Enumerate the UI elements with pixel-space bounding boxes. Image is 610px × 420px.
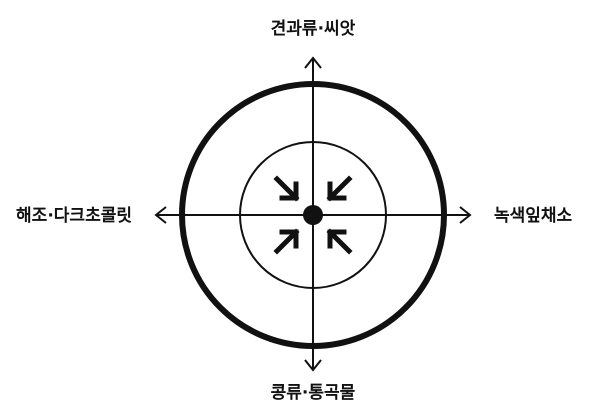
- label-left: 해조·다크초콜릿: [16, 206, 132, 226]
- arrow-right-icon: [459, 206, 472, 224]
- label-right: 녹색잎채소: [494, 205, 573, 226]
- label-top: 견과류·씨앗: [271, 19, 356, 39]
- inward-arrows-icon: [273, 175, 353, 255]
- arrow-inward-top-right-icon: [326, 175, 353, 202]
- arrow-up-icon: [304, 56, 322, 69]
- arrow-inward-top-left-icon: [273, 175, 300, 202]
- center-dot-icon: [303, 205, 323, 225]
- arrow-inward-bottom-left-icon: [273, 228, 300, 255]
- label-bottom: 콩류·통곡물: [271, 383, 356, 403]
- arrow-left-icon: [154, 206, 167, 224]
- arrow-down-icon: [304, 359, 322, 372]
- arrow-inward-bottom-right-icon: [326, 228, 353, 255]
